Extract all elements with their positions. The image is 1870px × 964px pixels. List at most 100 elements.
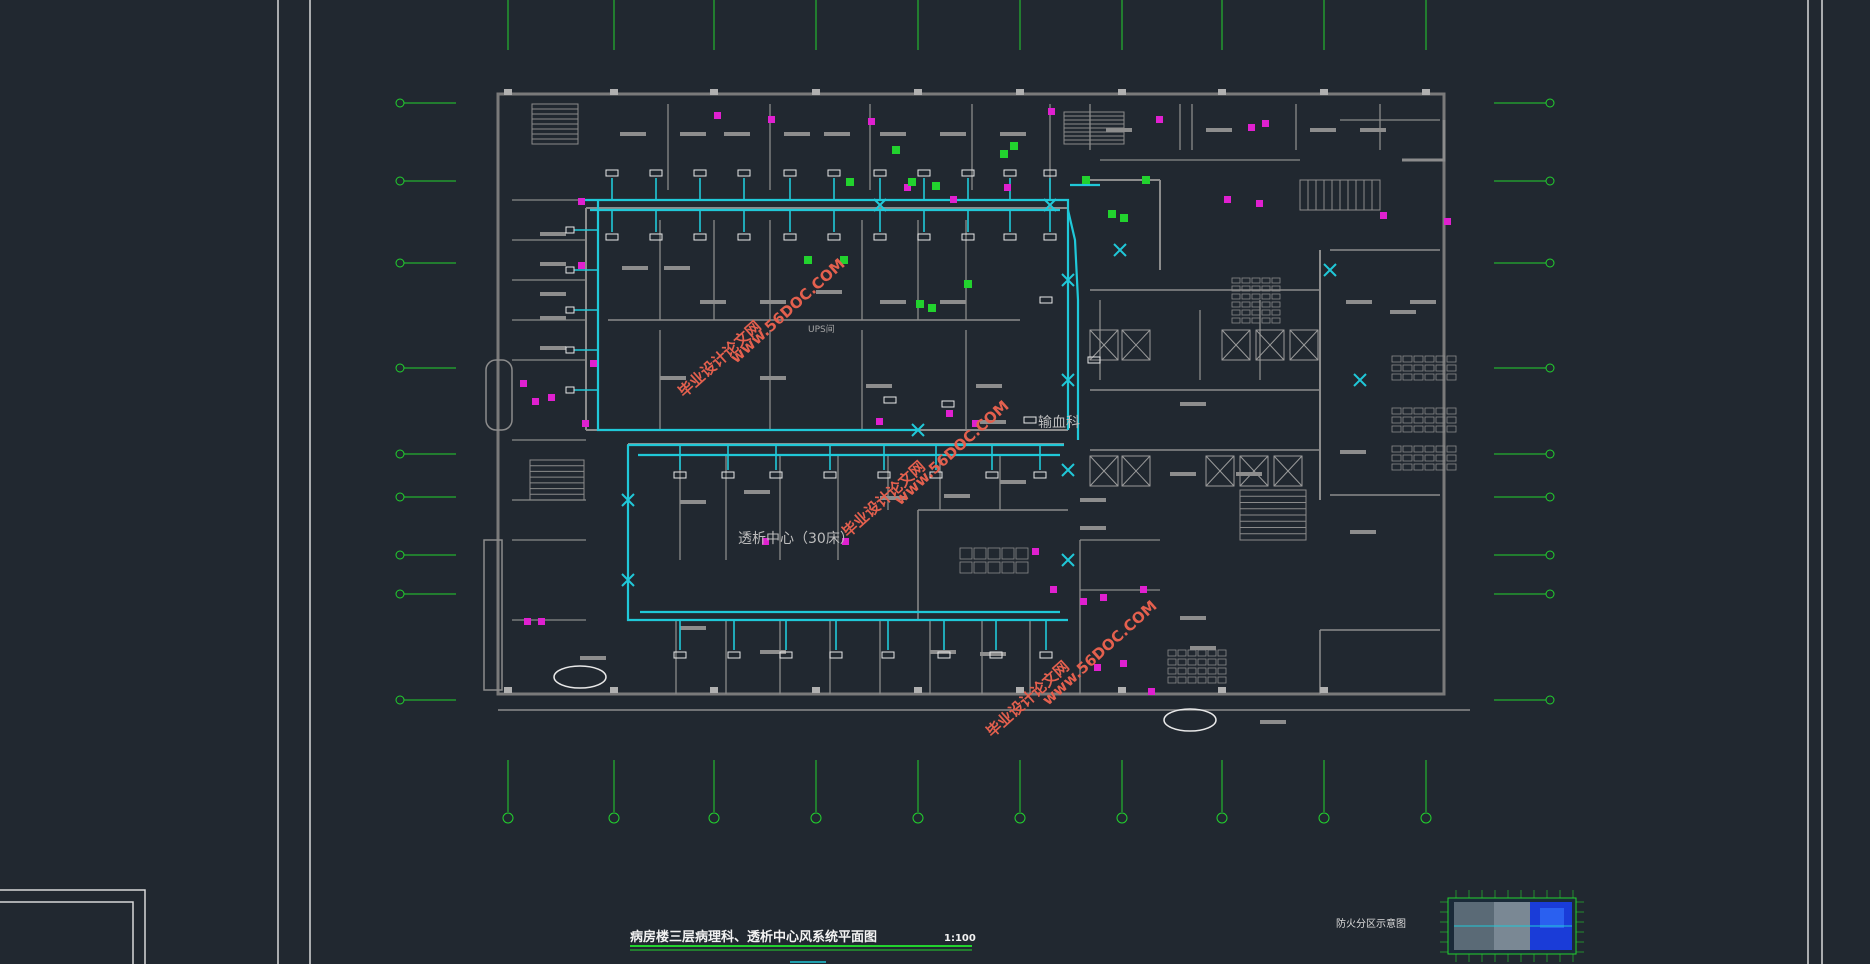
seat [1402, 416, 1413, 424]
fixture-marker [532, 398, 539, 405]
fire-damper [1113, 243, 1127, 257]
fire-damper [1061, 273, 1075, 287]
grid-bubble [1545, 695, 1555, 705]
room-label-placeholder [680, 500, 706, 504]
seat [1402, 445, 1413, 453]
structural-column [1016, 89, 1024, 95]
diffuser [649, 169, 663, 177]
seat [1446, 445, 1457, 453]
seat [1217, 649, 1227, 657]
room-label-placeholder [880, 496, 906, 500]
fixture-marker [1032, 548, 1039, 555]
seat [1435, 454, 1446, 462]
room-label-placeholder [980, 652, 1006, 656]
floor-plan-walls [483, 92, 1470, 711]
fixture-marker [1094, 664, 1101, 671]
seat [1187, 658, 1197, 666]
axis-grid-lines [395, 0, 1555, 824]
fire-zone-thumbnail-grid [1440, 890, 1584, 962]
diffuser [941, 400, 955, 408]
structural-column [812, 687, 820, 693]
seat [1231, 301, 1241, 308]
fire-damper [621, 573, 635, 587]
diffuser [649, 233, 663, 241]
elevator-shaft [1289, 329, 1319, 361]
fixture-marker [1004, 184, 1011, 191]
equipment-marker [928, 304, 936, 312]
drawing-frame [0, 0, 1823, 964]
basin-oval [553, 665, 607, 689]
room-label-placeholder [1180, 402, 1206, 406]
grid-bubble [395, 449, 405, 459]
seat [1187, 676, 1197, 684]
room-label-placeholder [1340, 450, 1366, 454]
elevator-shaft [1121, 455, 1151, 487]
seat [1177, 658, 1187, 666]
equipment-marker [1010, 142, 1018, 150]
seat [1231, 309, 1241, 316]
elevator-shaft [1121, 329, 1151, 361]
seat [1271, 285, 1281, 292]
fixture-marker [538, 618, 545, 625]
fixture-marker [1262, 120, 1269, 127]
seat [1391, 454, 1402, 462]
seat [1241, 293, 1251, 300]
room-label-placeholder [1410, 300, 1436, 304]
fire-damper [1043, 198, 1057, 212]
fixture-marker [520, 380, 527, 387]
structural-column [1118, 89, 1126, 95]
structural-column [914, 687, 922, 693]
diffuser [1039, 296, 1053, 304]
seat [1231, 293, 1241, 300]
room-label-placeholder [816, 290, 842, 294]
seat [1261, 301, 1271, 308]
seat [1391, 364, 1402, 372]
seat [1435, 373, 1446, 381]
elevator-cross [1221, 329, 1251, 361]
room-label-placeholder [540, 316, 566, 320]
diffuser [565, 346, 575, 354]
diffuser [1033, 471, 1047, 479]
watermark-url: www.56DOC.COM [1039, 597, 1161, 709]
seat [1391, 445, 1402, 453]
structural-column [1016, 687, 1024, 693]
elevator-cross [1089, 455, 1119, 487]
fixture-marker [842, 538, 849, 545]
seat [1271, 309, 1281, 316]
seat [1413, 373, 1424, 381]
grid-bubble [1014, 812, 1026, 824]
fixture-marker [762, 538, 769, 545]
grid-bubble [395, 98, 405, 108]
fixture-markers [520, 108, 1451, 695]
diffuser [1039, 651, 1053, 659]
diffuser [1003, 233, 1017, 241]
diffuser [565, 386, 575, 394]
seat [1197, 649, 1207, 657]
room-label-placeholder [540, 232, 566, 236]
seat [1241, 317, 1251, 324]
seat [1167, 658, 1177, 666]
drawing-title: 病房楼三层病理科、透析中心风系统平面图 [630, 929, 877, 945]
seat [1435, 364, 1446, 372]
seat [1217, 667, 1227, 675]
seat [1424, 416, 1435, 424]
fixture-marker [1140, 586, 1147, 593]
grid-bubble [395, 363, 405, 373]
seat [1207, 658, 1217, 666]
diffuser [829, 651, 843, 659]
diffuser [673, 471, 687, 479]
structural-column [1422, 89, 1430, 95]
seat [973, 561, 987, 574]
seat [1251, 285, 1261, 292]
seat [1271, 277, 1281, 284]
fixture-marker [1048, 108, 1055, 115]
seat [1391, 425, 1402, 433]
fixture-marker [1444, 218, 1451, 225]
seat [1197, 667, 1207, 675]
room-label-placeholder [880, 300, 906, 304]
room-label-placeholder [824, 132, 850, 136]
room-label-placeholder [700, 300, 726, 304]
room-label-placeholder [1180, 616, 1206, 620]
room-label-placeholder [760, 650, 786, 654]
elevator-cross [1089, 329, 1119, 361]
